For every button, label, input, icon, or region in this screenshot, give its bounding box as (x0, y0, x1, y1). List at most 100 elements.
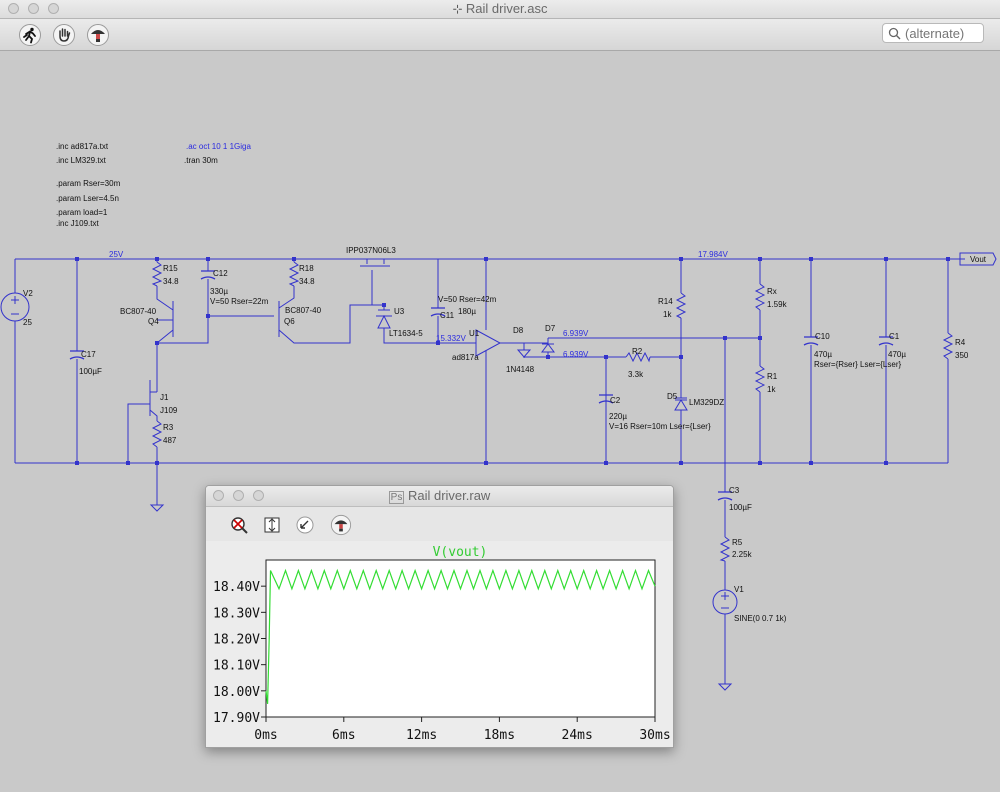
label: 3.3k (628, 370, 644, 379)
label: 1N4148 (506, 365, 535, 374)
label: 34.8 (299, 277, 315, 286)
directive-ac: .ac oct 10 1 1Giga (186, 142, 251, 151)
run-icon[interactable] (18, 23, 42, 47)
label: C17 (81, 350, 96, 359)
window-titlebar: ⊹ Rail driver.asc (0, 0, 1000, 19)
label: LT1634-5 (389, 329, 423, 338)
r3-resistor (151, 420, 163, 448)
zoom-cancel-icon[interactable] (229, 515, 249, 535)
r5-resistor (719, 536, 731, 562)
back-icon[interactable] (295, 515, 315, 535)
label: V=50 Rser=42m (438, 295, 497, 304)
window-title: ⊹ Rail driver.asc (452, 1, 548, 16)
label: Q4 (148, 317, 159, 326)
label: D5 (667, 392, 678, 401)
toolbar (0, 19, 1000, 51)
r1-resistor (754, 365, 766, 393)
label: D7 (545, 324, 556, 333)
label: 25 (23, 318, 32, 327)
label: 1.59k (767, 300, 788, 309)
label: D8 (513, 326, 524, 335)
node-voltage: 6.939V (563, 329, 589, 338)
waveform-title: Ps Rail driver.raw (388, 488, 491, 504)
minimize-button[interactable] (28, 3, 39, 14)
y-tick-label: 18.10V (213, 659, 260, 674)
node-voltage: 6.939V (563, 350, 589, 359)
label: 1k (767, 385, 776, 394)
y-axis: 17.90V 18.00V 18.10V 18.20V 18.30V 18.40V (213, 580, 266, 726)
node-voltage: 25V (109, 250, 124, 259)
x-tick-label: 0ms (254, 728, 277, 743)
label: 470µ (888, 350, 906, 359)
y-tick-label: 18.00V (213, 685, 260, 700)
label: R18 (299, 264, 314, 273)
label: 470µ (814, 350, 832, 359)
label: R2 (632, 347, 643, 356)
directive: .inc J109.txt (56, 219, 99, 228)
schematic-canvas[interactable]: .inc ad817a.txt .inc LM329.txt .param Rs… (0, 51, 1000, 792)
close-button[interactable] (8, 3, 19, 14)
label: J1 (160, 393, 169, 402)
x-tick-label: 12ms (406, 728, 437, 743)
label: 34.8 (163, 277, 179, 286)
label: 100µF (729, 503, 752, 512)
zoom-button[interactable] (48, 3, 59, 14)
waveform-minimize-button[interactable] (233, 490, 244, 501)
y-tick-label: 18.30V (213, 606, 260, 621)
label: J109 (160, 406, 178, 415)
y-tick-label: 18.40V (213, 580, 260, 595)
label: R5 (732, 538, 743, 547)
label: V=50 Rser=22m (210, 297, 269, 306)
waveform-toolbar (206, 507, 673, 541)
directive: .param Rser=30m (56, 179, 121, 188)
waveform-zoom-button[interactable] (253, 490, 264, 501)
directive-tran: .tran 30m (184, 156, 218, 165)
rx-resistor (754, 283, 766, 311)
search-field[interactable] (882, 23, 984, 43)
y-tick-label: 17.90V (213, 711, 260, 726)
x-tick-label: 24ms (562, 728, 593, 743)
directive: .inc ad817a.txt (56, 142, 109, 151)
x-tick-label: 30ms (639, 728, 670, 743)
label: 100µF (79, 367, 102, 376)
y-tick-label: 18.20V (213, 633, 260, 648)
x-tick-label: 6ms (332, 728, 355, 743)
label: C2 (610, 396, 621, 405)
resistor-symbols (151, 261, 954, 562)
label: Rx (767, 287, 777, 296)
label: C10 (815, 332, 830, 341)
label: 487 (163, 436, 177, 445)
trace-label[interactable]: V(vout) (433, 545, 488, 560)
label: 220µ (609, 412, 627, 421)
r15-resistor (151, 261, 163, 287)
label: SINE(0 0.7 1k) (734, 614, 787, 623)
spice-directives: .inc ad817a.txt .inc LM329.txt .param Rs… (56, 142, 251, 228)
label: Rser={Rser} Lser={Lser} (814, 360, 901, 369)
label: 2.25k (732, 550, 753, 559)
raw-file-icon: Ps (388, 491, 405, 504)
waveform-titlebar: Ps Rail driver.raw (206, 486, 673, 507)
waveform-chart[interactable]: V(vout) 17.90V 18.00V 18.10V 18.20V 18.30V 18… (206, 542, 673, 747)
label: 180µ (458, 307, 476, 316)
label: BC807-40 (120, 307, 157, 316)
waveform-close-button[interactable] (213, 490, 224, 501)
wires (14, 258, 965, 684)
label: R4 (955, 338, 966, 347)
search-input[interactable] (905, 25, 981, 41)
node-voltage: 17.984V (698, 250, 728, 259)
probe-icon[interactable] (86, 23, 110, 47)
label: R14 (658, 297, 673, 306)
r18-resistor (288, 261, 300, 287)
label: Q6 (284, 317, 295, 326)
junctions (75, 257, 950, 465)
probe-icon[interactable] (330, 514, 352, 536)
semiconductor-symbols (149, 252, 997, 691)
halt-icon[interactable] (52, 23, 76, 47)
r14-resistor (675, 292, 687, 319)
label: V1 (734, 585, 744, 594)
autorange-icon[interactable] (262, 515, 282, 535)
label: C12 (213, 269, 228, 278)
label: R3 (163, 423, 174, 432)
label: 350 (955, 351, 969, 360)
